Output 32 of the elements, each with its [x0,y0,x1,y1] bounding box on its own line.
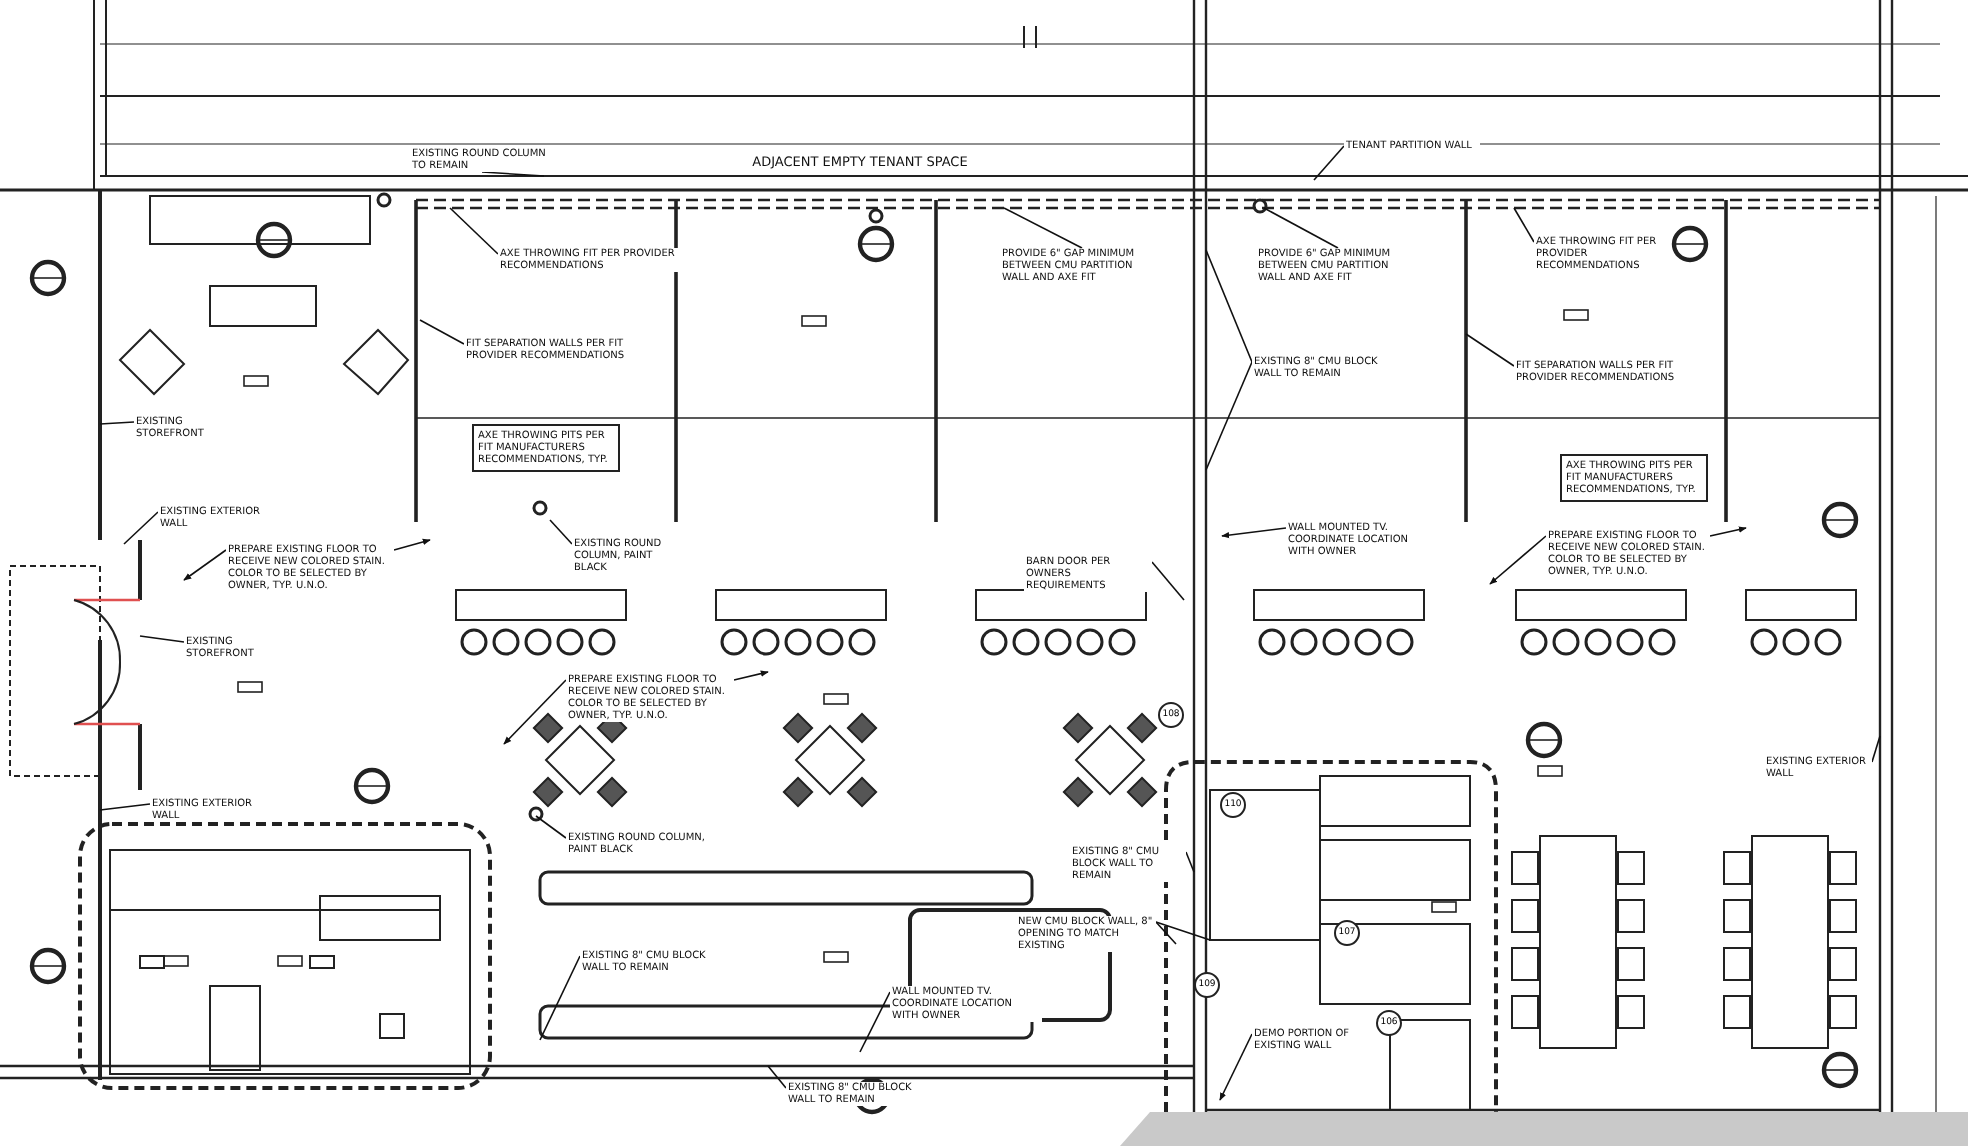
leader-line [449,207,499,255]
leader-line [123,511,159,545]
leader-line [1513,207,1535,243]
leader-line [1709,526,1747,537]
leader-line [139,635,185,643]
leader-line [733,670,769,681]
leader-line [503,679,567,745]
leader-line [1151,561,1185,601]
leader-line [1263,207,1339,249]
leader-line [1489,535,1547,585]
leader-line [539,955,581,1041]
leader-line [1205,249,1253,363]
leader-line [1871,735,1881,763]
leader-line [1221,527,1287,539]
leader-line [99,421,135,425]
leader-line [535,815,567,839]
leader-line [1465,333,1515,367]
leader-line [183,549,227,581]
leader-line [481,171,545,177]
leader-line [99,803,151,811]
leader-line [1003,207,1083,249]
leader-line [1155,921,1177,945]
leader-line [419,319,465,345]
leader-line [1185,851,1195,873]
leader-line [859,991,891,1053]
leader-line [1219,1033,1253,1101]
leader-line [1313,145,1345,181]
leader-line [767,1065,787,1089]
leader-line [1155,921,1211,941]
leader-line [393,538,431,551]
leader-line [549,519,573,545]
leader-line [1205,361,1253,471]
